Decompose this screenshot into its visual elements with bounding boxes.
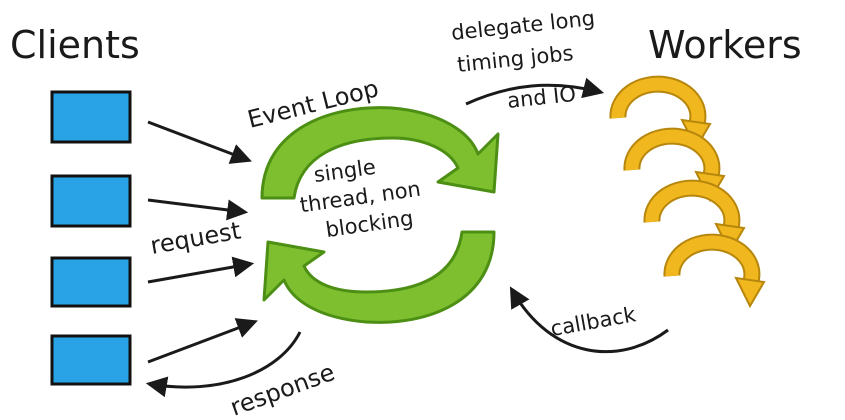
workers-title: Workers: [648, 23, 802, 67]
callback-label: callback: [549, 302, 639, 341]
callback-arrow: [509, 286, 669, 354]
request-arrow: [147, 198, 249, 221]
client-box: [50, 90, 132, 144]
event-loop-cycle: [260, 106, 500, 324]
loop-arc-top: [260, 106, 500, 200]
response-arrow: [145, 331, 302, 398]
request-arrow: [147, 120, 252, 164]
client-box: [50, 174, 132, 228]
client-boxes: [50, 90, 132, 386]
delegate-arrow: [465, 77, 605, 106]
response-label: response: [226, 358, 338, 420]
delegate-line-2: timing jobs: [456, 41, 575, 77]
client-box: [50, 334, 132, 386]
request-arrows: [147, 120, 258, 364]
request-arrow: [147, 256, 255, 284]
request-label: request: [148, 216, 243, 259]
client-box: [50, 256, 132, 308]
worker-cycles: [609, 75, 766, 309]
loop-arc-bottom: [262, 230, 496, 324]
request-arrow: [147, 318, 258, 364]
loop-center-line-1: single: [312, 155, 377, 187]
worker-cycle: [663, 233, 766, 309]
delegate-line-1: delegate long: [450, 6, 596, 45]
clients-title: Clients: [10, 23, 140, 67]
